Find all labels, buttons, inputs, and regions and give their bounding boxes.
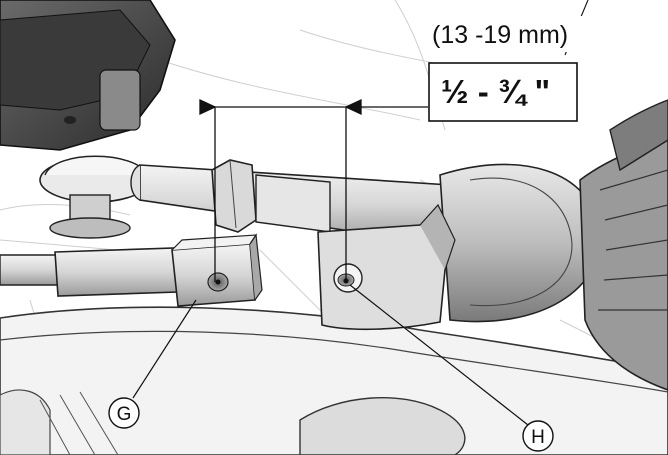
dimension-label-imperial: ½ - ¾ " [428,62,578,122]
tie-rod [130,159,451,246]
callout-h: H [522,420,554,452]
arrowhead-left [199,98,217,116]
imperial-range-text: ½ - ¾ " [441,73,550,110]
callout-h-letter: H [531,427,545,448]
dimension-label-metric: (13 -19 mm) [428,16,600,52]
upper-bracket [0,0,176,151]
metric-range-text: (13 -19 mm) [432,21,568,49]
callout-leaders [132,284,529,426]
arrowhead-right [344,98,362,116]
callout-g-letter: G [117,404,132,425]
callout-g: G [108,397,140,429]
leader-g [132,299,197,399]
shift-cable-rod [0,247,179,297]
ball-joint [39,155,151,239]
lower-frame [0,306,668,455]
rubber-boot [439,99,668,391]
leader-h [349,284,529,426]
clevis-end-g [171,233,263,307]
